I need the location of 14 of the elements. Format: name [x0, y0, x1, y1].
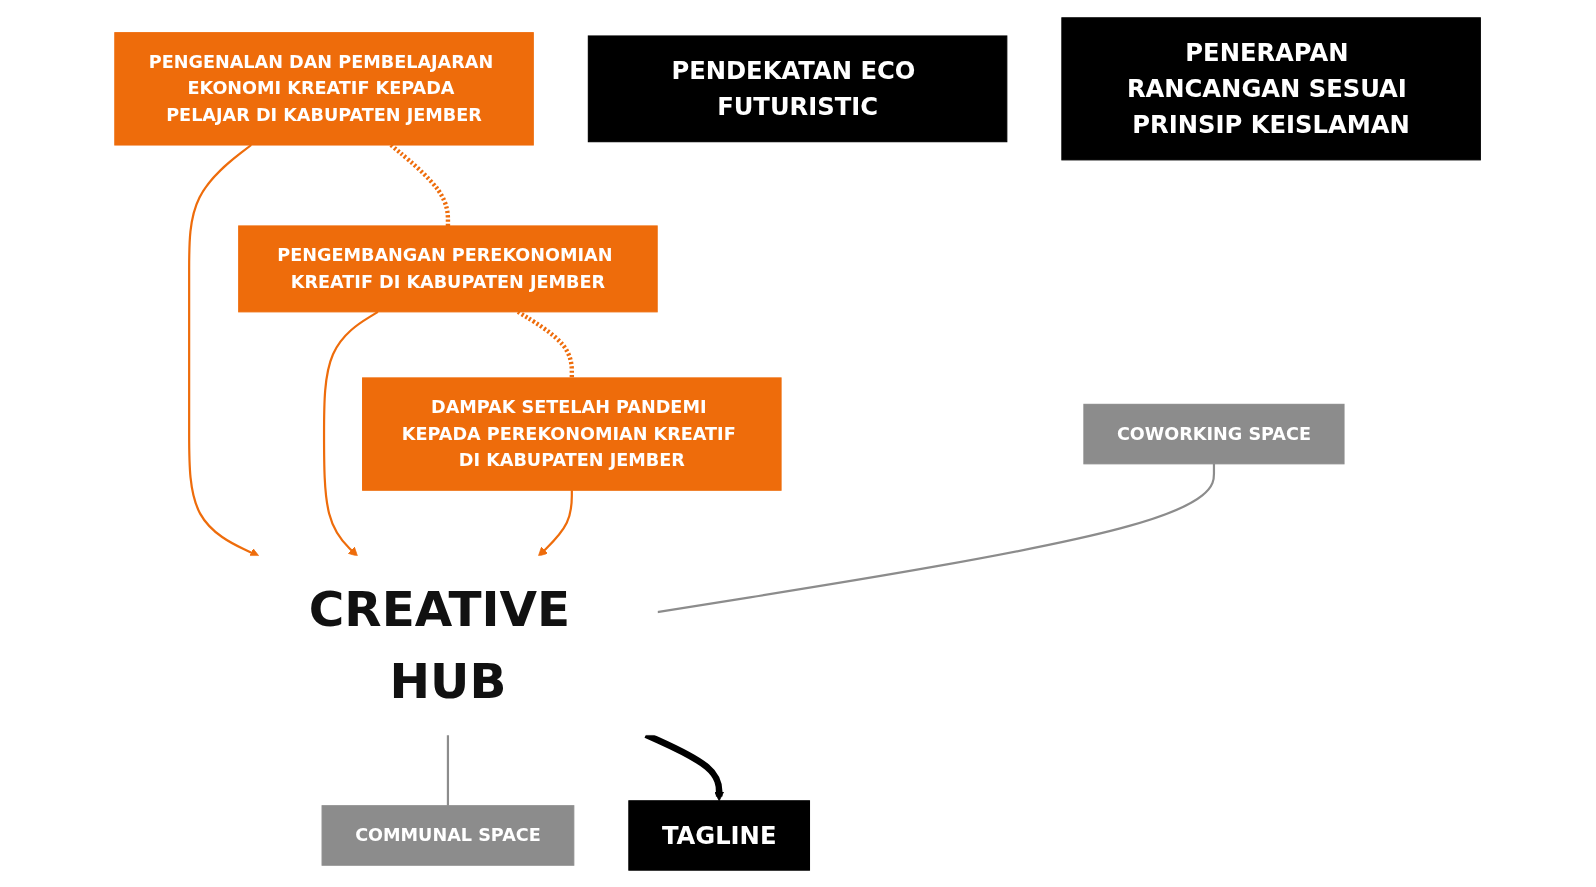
node-box: DAMPAK SETELAH PANDEMI KEPADA PEREKONOMIAN KREATIF DI KABUPATEN JEMBER	[362, 376, 783, 491]
node-box: PENDEKATAN ECO FUTURISTIC	[588, 34, 1008, 142]
node-box: TAGLINE	[628, 799, 811, 871]
node-box: COWORKING SPACE	[1083, 403, 1345, 464]
connector	[657, 463, 1216, 613]
node-box: PENGEMBANGAN PEREKONOMIAN KREATIF DI KABUPATEN JEMBER	[238, 224, 659, 312]
node-text: CREATIVE HUB	[309, 580, 571, 709]
arrow	[323, 310, 379, 557]
node-box: PENERAPAN RANCANGAN SESUAI PRINSIP KEISLAMAN	[1061, 16, 1482, 160]
connector	[447, 734, 450, 806]
arrow	[538, 489, 574, 557]
node-box: COMMUNAL SPACE	[321, 804, 575, 866]
node-box: PENGENALAN DAN PEMBELAJARAN EKONOMI KREATIF KEPADA PELAJAR DI KABUPATEN JEMBER	[114, 31, 535, 146]
arrow	[188, 143, 260, 557]
